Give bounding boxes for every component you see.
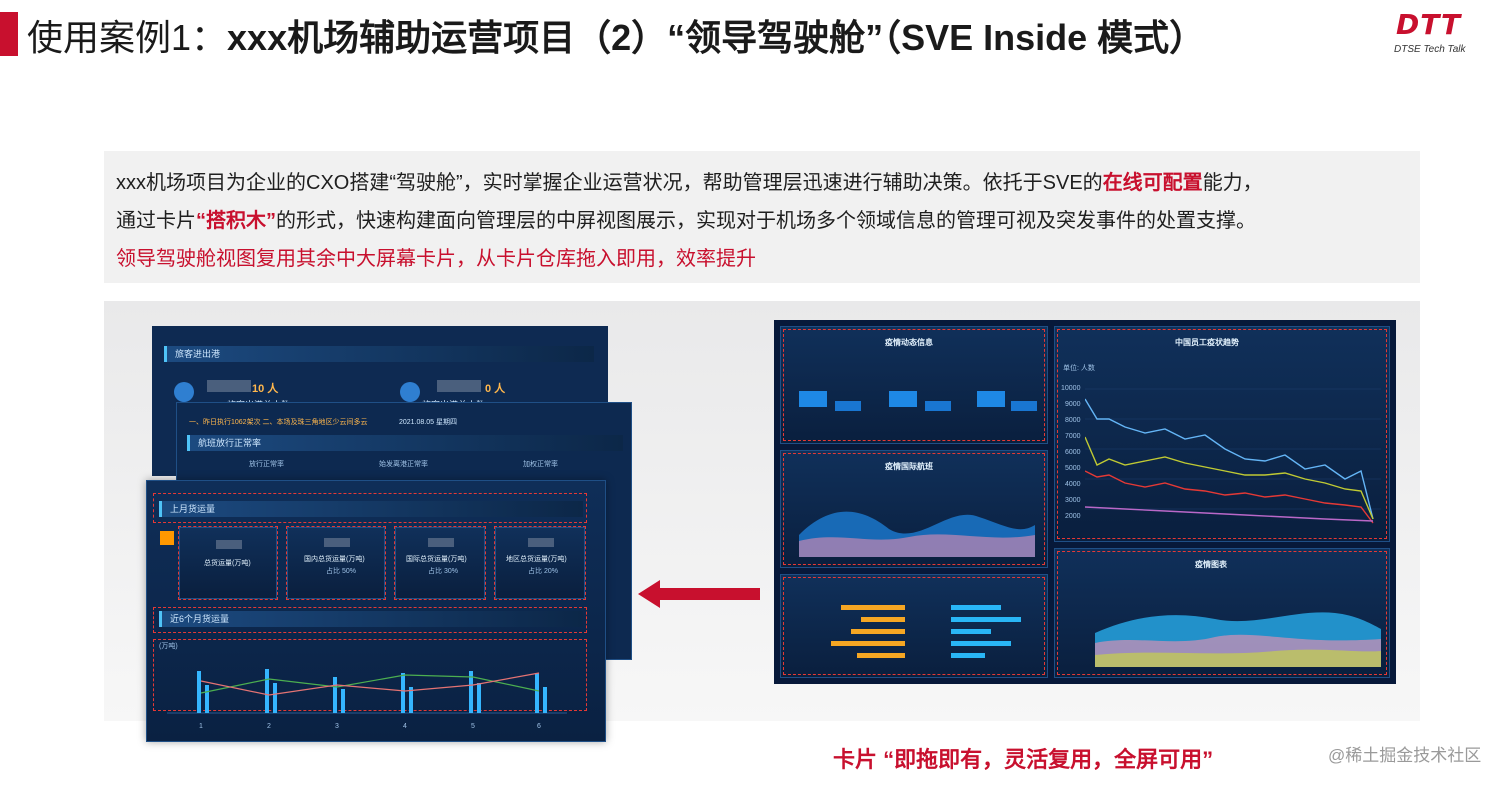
cargo-card[interactable]: 地区总货运量(万吨) 占比 20% xyxy=(494,526,586,600)
cargo-card[interactable]: 国内总货运量(万吨) 占比 50% xyxy=(286,526,386,600)
watermark: @稀土掘金技术社区 xyxy=(1328,746,1482,765)
page-title: 使用案例1： xxx机场辅助运营项目（2）“领导驾驶舱”（SVE Inside … xyxy=(27,10,1205,60)
y-tick: 9000 xyxy=(1065,401,1081,408)
y-tick: 7000 xyxy=(1065,433,1081,440)
selection-outline xyxy=(153,607,587,633)
panel-title: 疫情动态信息 xyxy=(885,338,933,347)
selection-outline xyxy=(153,639,587,711)
y-tick: 6000 xyxy=(1065,449,1081,456)
cargo-card[interactable]: 国际总货运量(万吨) 占比 30% xyxy=(394,526,486,600)
description-box: xxx机场项目为企业的CXO搭建“驾驶舱”，实时掌握企业运营状况，帮助管理层迅速… xyxy=(104,151,1420,283)
back-stat-2: 0 人 xyxy=(485,383,506,395)
rank-badge xyxy=(160,531,174,545)
selection-outline xyxy=(153,493,587,523)
blurred-value xyxy=(207,380,251,392)
x-tick: 6 xyxy=(537,723,541,730)
chart-y-unit: (万吨) xyxy=(159,643,178,650)
highlight-building-blocks: “搭积木” xyxy=(196,210,276,232)
right-dashboard-mockup: 疫情动态信息 疫情国际航班 xyxy=(774,320,1396,684)
back-stat-1: 10 人 xyxy=(252,383,279,395)
y-tick: 4000 xyxy=(1065,481,1081,488)
panel-employee-trend[interactable]: 中国员工疫状趋势 单位: 人数 10000 9000 8000 7000 600… xyxy=(1054,326,1390,542)
highlight-online-configurable: 在线可配置 xyxy=(1102,172,1203,194)
metric-col-1: 放行正常率 xyxy=(249,461,284,468)
y-tick: 5000 xyxy=(1065,465,1081,472)
horizontal-bar-chart xyxy=(831,605,1021,658)
logo-subtitle: DTSE Tech Talk xyxy=(1394,44,1466,55)
front-screen: 上月货运量 总货运量(万吨) 国内总货运量(万吨) 占比 50% 国际总货运量(… xyxy=(146,480,606,742)
y-tick: 10000 xyxy=(1061,385,1081,392)
passenger-icon xyxy=(400,382,420,402)
front-section-title-2: 近6个月货运量 xyxy=(159,611,583,627)
employee-trend-line-chart xyxy=(1085,388,1381,524)
cargo-bar-line-chart xyxy=(167,669,567,714)
page-title-prefix: 使用案例1： xyxy=(27,17,228,58)
cargo-card-label: 国际总货运量(万吨) xyxy=(406,556,467,563)
x-tick: 4 xyxy=(403,723,407,730)
dtt-logo: DTT DTSE Tech Talk xyxy=(1390,8,1486,58)
front-section-title-1: 上月货运量 xyxy=(159,501,583,517)
panel-epidemic-chart[interactable]: 疫情图表 xyxy=(1054,548,1390,678)
y-tick: 8000 xyxy=(1065,417,1081,424)
page-title-main: xxx机场辅助运营项目（2）“领导驾驶舱”（SVE Inside 模式） xyxy=(227,17,1206,58)
footer-slogan: 卡片 “即拖即有，灵活复用，全屏可用” xyxy=(833,747,1214,772)
current-date: 2021.08.05 星期四 xyxy=(399,419,457,426)
area-chart xyxy=(799,511,1035,557)
chart-unit: 单位: 人数 xyxy=(1063,365,1095,372)
notice-ticker: 一、昨日执行1062架次 二、本场及珠三角地区少云间多云 xyxy=(189,419,368,426)
back-section-title: 旅客进出港 xyxy=(164,346,594,362)
panel-title: 疫情国际航班 xyxy=(885,462,933,471)
cargo-card-label: 地区总货运量(万吨) xyxy=(506,556,567,563)
metric-col-3: 加权正常率 xyxy=(523,461,558,468)
cargo-card-label: 总货运量(万吨) xyxy=(204,560,251,567)
x-tick: 3 xyxy=(335,723,339,730)
drag-arrow-left xyxy=(638,580,760,608)
title-accent-bar xyxy=(0,12,18,56)
panel-title: 中国员工疫状趋势 xyxy=(1175,338,1239,347)
description-line-2: 通过卡片“搭积木”的形式，快速构建面向管理层的中屏视图展示，实现对于机场多个领域… xyxy=(116,210,1256,232)
passenger-icon xyxy=(174,382,194,402)
x-tick: 1 xyxy=(199,723,203,730)
panel-bar-ranking[interactable] xyxy=(780,574,1048,678)
panel-international-flights[interactable]: 疫情国际航班 xyxy=(780,450,1048,568)
middle-section-title: 航班放行正常率 xyxy=(187,435,623,451)
cargo-card[interactable]: 总货运量(万吨) xyxy=(178,526,278,600)
x-tick: 5 xyxy=(471,723,475,730)
blurred-value xyxy=(437,380,481,392)
description-line-1: xxx机场项目为企业的CXO搭建“驾驶舱”，实时掌握企业运营状况，帮助管理层迅速… xyxy=(116,172,1263,194)
y-tick: 2000 xyxy=(1065,513,1081,520)
x-tick: 2 xyxy=(267,723,271,730)
panel-epidemic-info[interactable]: 疫情动态信息 xyxy=(780,326,1048,444)
cargo-card-share: 占比 30% xyxy=(428,568,458,575)
panel-title: 疫情图表 xyxy=(1195,560,1227,569)
cargo-card-share: 占比 50% xyxy=(326,568,356,575)
logo-mark: DTT xyxy=(1396,8,1462,41)
cargo-card-share: 占比 20% xyxy=(528,568,558,575)
stacked-area-chart xyxy=(1095,612,1381,667)
cargo-card-label: 国内总货运量(万吨) xyxy=(304,556,365,563)
metric-col-2: 始发离港正常率 xyxy=(379,461,428,468)
y-tick: 3000 xyxy=(1065,497,1081,504)
description-line-3: 领导驾驶舱视图复用其余中大屏幕卡片，从卡片仓库拖入即用，效率提升 xyxy=(116,248,756,270)
